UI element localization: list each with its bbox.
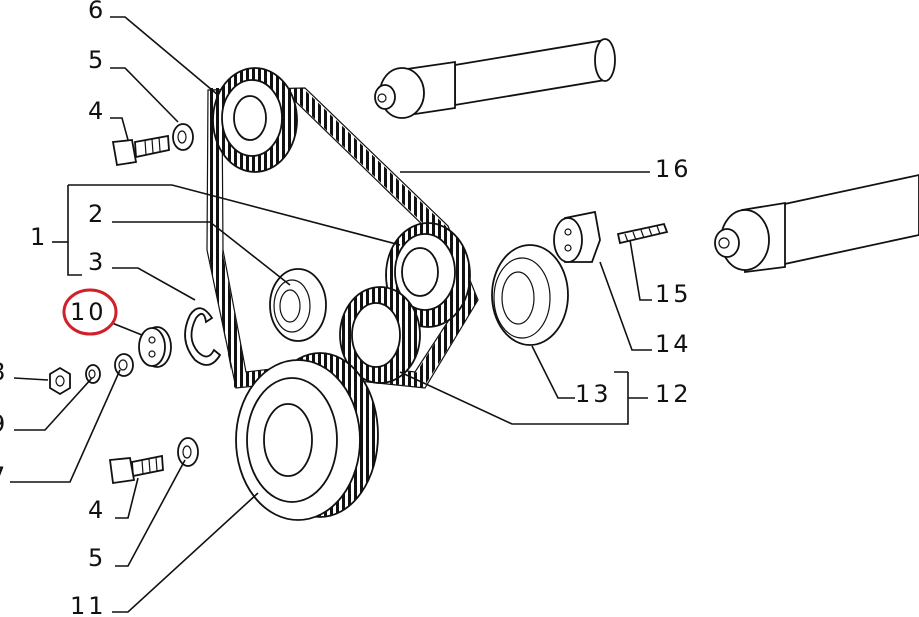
upper-gear xyxy=(212,67,298,173)
washer-7 xyxy=(114,353,134,377)
label-4-upper: 4 xyxy=(88,97,106,125)
label-4-lower: 4 xyxy=(88,496,106,524)
crankshaft-pulley xyxy=(235,352,379,521)
idler-gear xyxy=(339,286,421,384)
bolt-4-upper xyxy=(111,134,170,167)
bolt-4-lower xyxy=(108,454,164,485)
label-7: 7 xyxy=(0,462,8,490)
callout-labels: 6 5 4 1 2 3 10 8 9 7 4 5 11 16 15 14 13 … xyxy=(0,0,692,617)
label-5-lower: 5 xyxy=(88,544,106,572)
spacer-14 xyxy=(553,210,601,263)
label-12: 12 xyxy=(655,380,692,408)
nut-8 xyxy=(49,366,71,396)
label-9: 9 xyxy=(0,410,8,438)
washer-5-upper xyxy=(172,123,194,151)
label-11: 11 xyxy=(70,592,107,617)
timing-belt xyxy=(206,87,479,389)
washer-5-lower xyxy=(177,437,199,467)
leader-lines xyxy=(10,16,652,613)
label-10: 10 xyxy=(70,298,107,326)
lower-camshaft xyxy=(714,174,919,274)
label-14: 14 xyxy=(655,330,692,358)
label-8: 8 xyxy=(0,358,8,386)
bearing-13 xyxy=(491,244,569,346)
lock-washer-9 xyxy=(85,364,101,384)
label-2: 2 xyxy=(88,200,106,228)
upper-camshaft xyxy=(374,38,616,119)
plate-10 xyxy=(138,326,172,368)
label-5-upper: 5 xyxy=(88,46,106,74)
circlip-3 xyxy=(184,307,222,366)
label-13: 13 xyxy=(575,380,612,408)
label-15: 15 xyxy=(655,280,692,308)
stud-15 xyxy=(616,222,669,245)
label-1: 1 xyxy=(30,223,48,251)
label-16: 16 xyxy=(655,155,692,183)
bearing-2 xyxy=(269,268,327,342)
label-6: 6 xyxy=(88,0,106,24)
label-3: 3 xyxy=(88,248,106,276)
highlight-circle xyxy=(62,288,118,336)
